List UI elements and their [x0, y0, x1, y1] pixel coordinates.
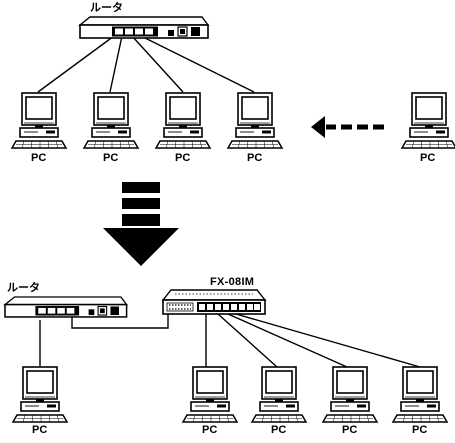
after-pc-label-3: PC [271, 424, 287, 436]
after-pc-label-5: PC [412, 424, 428, 436]
after-switch-label: FX-08IM [210, 276, 255, 288]
arrow-down-icon [103, 182, 179, 266]
before-pc-2 [83, 92, 139, 149]
after-pc-label-1: PC [32, 424, 48, 436]
after-switch [162, 289, 266, 315]
before-pc-4 [227, 92, 283, 149]
before-pc-new [401, 92, 455, 149]
arrow-left-dashed-icon [311, 116, 384, 138]
after-pc-5 [392, 366, 448, 423]
after-pc-4 [322, 366, 378, 423]
before-router-label: ルータ [90, 2, 123, 14]
before-cables [37, 35, 255, 93]
after-router [4, 296, 128, 318]
before-pc-1 [11, 92, 67, 149]
after-pc-label-4: PC [342, 424, 358, 436]
before-pc-label-4: PC [247, 152, 263, 164]
after-pc-3 [251, 366, 307, 423]
after-pc-2 [182, 366, 238, 423]
after-pc-1 [12, 366, 68, 423]
after-pc-label-2: PC [202, 424, 218, 436]
after-cables [39, 312, 421, 368]
before-pc-label-1: PC [31, 152, 47, 164]
after-router-label: ルータ [7, 282, 40, 294]
before-pc-3 [155, 92, 211, 149]
before-pc-label-2: PC [103, 152, 119, 164]
before-pc-label-3: PC [175, 152, 191, 164]
before-pc-label-new: PC [420, 152, 436, 164]
before-router [79, 16, 209, 39]
